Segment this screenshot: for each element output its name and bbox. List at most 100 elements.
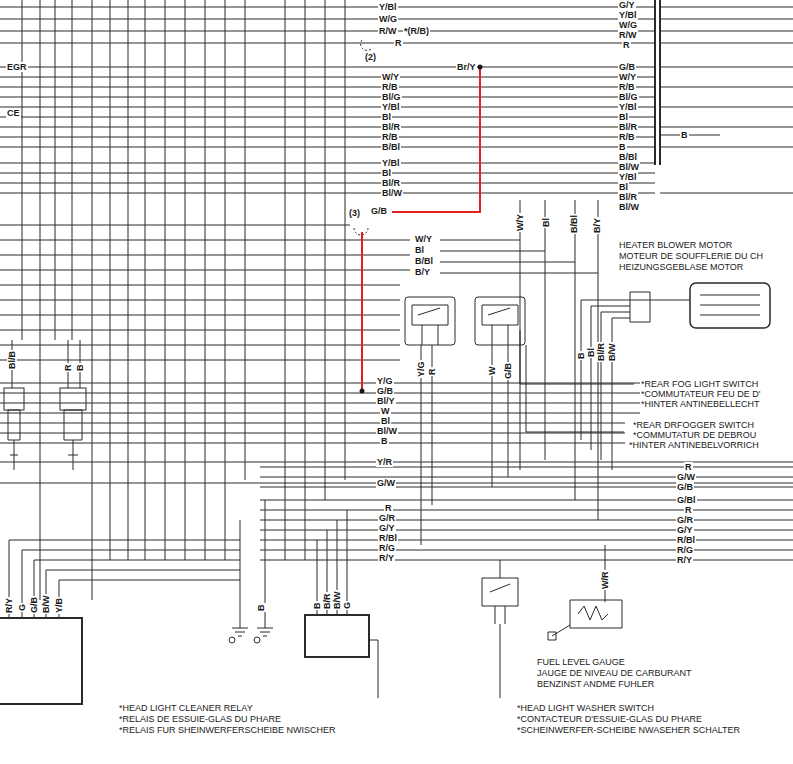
sensor-symbol [60, 388, 86, 410]
wire-code: R/B [618, 82, 636, 92]
wire-code: (3) [348, 208, 361, 218]
wire-drop [9, 540, 240, 618]
wire-code: G/Bl [676, 495, 697, 505]
wire-code: Bl [381, 168, 392, 178]
wire-bus [0, 7, 793, 193]
switch-symbol [412, 305, 448, 345]
wire-drop [12, 340, 80, 388]
component-caption: *COMMUTATUR DE DEBROU [632, 430, 757, 440]
wire-code: R/Bl [676, 535, 696, 545]
highlight-wire [362, 67, 480, 391]
wire-code: Bl/W [618, 162, 640, 172]
wire-code: R/B [618, 132, 636, 142]
wire-code: G/Y [676, 525, 694, 535]
component-caption: *HEAD LIGHT WASHER SWITCH [516, 703, 655, 713]
wire-code: Bl [586, 347, 596, 358]
bracket-bar [655, 0, 660, 165]
wire-code: B/W [332, 591, 342, 611]
wire-code: EGR [6, 62, 28, 72]
component-caption: *HINTER ANTINEBELLECHT [640, 399, 761, 409]
wire-code: Bl/W [376, 426, 398, 436]
component-caption: FUEL LEVEL GAUGE [536, 657, 693, 668]
wire-code: Y/R [376, 457, 393, 467]
wire-code: Bl/R [381, 178, 401, 188]
component-caption: JAUGE DE NIVEAU DE CARBURANT [536, 668, 693, 679]
wire-code: Bl [380, 416, 391, 426]
switch-symbol [482, 578, 518, 624]
splice-dot [478, 65, 483, 70]
wire-code: Bl/W [381, 188, 403, 198]
wire-code: B/Y [414, 267, 431, 277]
wire-code: Y/Bl [381, 102, 401, 112]
wire-code: B [380, 436, 389, 446]
wire-code: B [618, 142, 627, 152]
wire-code: B [256, 604, 266, 613]
wire-code: Br/Y [456, 62, 477, 72]
component-caption: *CONTACTEUR D'ESSUIE-GLAS DU PHARE [516, 714, 703, 724]
component-caption: *RELAIS DE ESSUIE-GLAS DU PHARE [118, 714, 282, 724]
wire-code: R/G [378, 543, 396, 553]
component-caption: *REAR FOG LIGHT SWITCH [640, 379, 759, 389]
relay-symbol [305, 615, 369, 657]
wire-code: W/Y [381, 72, 400, 82]
component-caption: HEATER BLOWER MOTOR [618, 240, 764, 251]
component-caption: MOTEUR DE SOUFFLERIE DU CH [618, 251, 764, 262]
wire-code: G/B [676, 482, 694, 492]
wire-code: G/R [378, 513, 396, 523]
wire-code: R/Bl [378, 533, 398, 543]
wire-code: B/Bl [414, 256, 434, 266]
wire-code: G/B [618, 62, 636, 72]
wire-code: Y/G [376, 376, 394, 386]
wire-code: W/Y [515, 213, 525, 232]
wire-code: Bl [618, 182, 629, 192]
wire-code: Y/Bl [618, 102, 638, 112]
wire-code: B/Y [592, 217, 602, 234]
wire-code: B/W [41, 595, 51, 615]
wire-code: B/Bl [618, 152, 638, 162]
wire-code: G/B [29, 596, 39, 614]
wire-code: *(R/B) [403, 26, 430, 36]
wire-code: G/Y [378, 523, 396, 533]
splice-dot [360, 389, 365, 394]
component-caption: *RELAIS FUR SHEINWERFERSCHEIBE NWISCHER [118, 725, 337, 735]
wire-code: Y/Bl [381, 158, 401, 168]
component-label-box: HEATER BLOWER MOTORMOTEUR DE SOUFFLERIE … [618, 240, 764, 273]
wire-code: Y/Bl [378, 2, 398, 12]
wire-code: B/Bl [569, 214, 579, 234]
wire-drop [240, 345, 605, 622]
ground-terminal [254, 637, 260, 643]
wire-code: Bl/R [381, 122, 401, 132]
gauge-symbol [548, 600, 622, 640]
wire-code: G/W [676, 472, 696, 482]
wire-code: R/Y [4, 597, 14, 614]
motor-symbol [630, 292, 760, 322]
wire-code: Y/Bl [618, 172, 638, 182]
ground-symbol [232, 622, 273, 636]
wire-code: R [394, 38, 403, 48]
component-label-box: FUEL LEVEL GAUGEJAUGE DE NIVEAU DE CARBU… [536, 657, 693, 690]
component-caption: *REAR DRFOGGER SWITCH [632, 420, 755, 430]
wire-code: B [312, 602, 322, 611]
wire-code: B/W [607, 343, 617, 363]
wire-code: B [75, 364, 85, 373]
wire-code: R [684, 462, 693, 472]
wire-code: W/R [600, 571, 610, 591]
leader-line [368, 330, 634, 698]
wire-code: R [63, 364, 73, 373]
wire-code: (2) [364, 52, 377, 62]
wire-code: W [380, 406, 391, 416]
wire-code: Bl/W [618, 202, 640, 212]
wire-code: Bl/G [381, 92, 402, 102]
wire-code: Y/Bl [618, 10, 638, 20]
wire-code: W/Y [414, 234, 433, 244]
wire-code: Bl/R [618, 122, 638, 132]
wire-code: Bl/R [596, 342, 606, 362]
wire-code: G/B [503, 362, 513, 380]
wire-code: R [622, 40, 631, 50]
wire-code: W/Y [618, 72, 637, 82]
wire-code: W/G [378, 14, 398, 24]
wire-code: R/W [618, 30, 638, 40]
wire-code: R/G [676, 545, 694, 555]
wire-code: G/B [376, 386, 394, 396]
